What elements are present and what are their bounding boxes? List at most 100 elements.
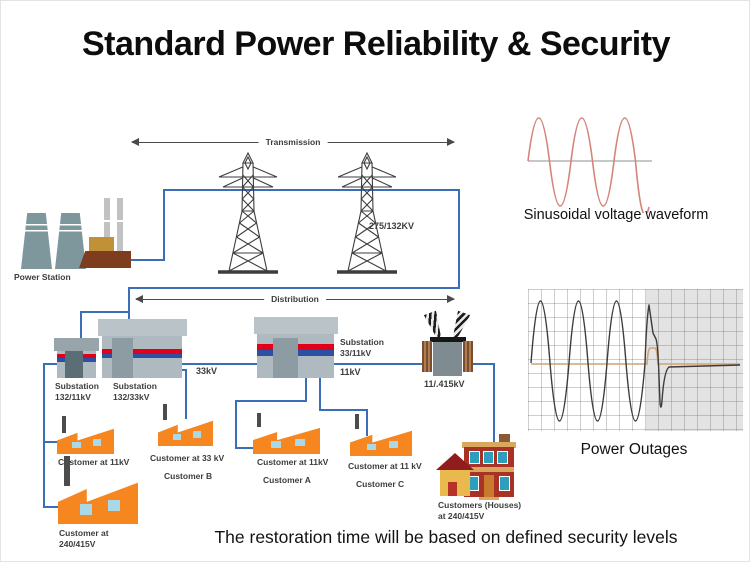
transmission-label: Transmission: [258, 137, 328, 147]
factory-body: [350, 430, 412, 456]
house-roof: [436, 453, 474, 470]
power-line-segment: [235, 400, 237, 449]
transformer-coil-icon: [422, 341, 432, 372]
factory-window: [271, 441, 282, 449]
power-line-segment: [493, 363, 495, 444]
factory-icon-customer-11kv: [57, 415, 114, 454]
footer-caption: The restoration time will be based on de…: [214, 527, 678, 547]
substation-a-label: Substation 132/11kV: [55, 381, 99, 403]
factory-chimney: [163, 404, 167, 420]
substation-c-line1: Substation: [340, 337, 384, 347]
house-window: [499, 476, 510, 491]
blue-stripe: [102, 354, 182, 358]
transformer-coil-icon: [463, 341, 473, 372]
insulator-icon: [424, 311, 445, 341]
sine-wave: [527, 117, 652, 213]
substation-b-line1: Substation: [113, 381, 157, 391]
power-line-segment: [458, 189, 460, 289]
power-line-segment: [128, 287, 130, 323]
distribution-span-arrow: Distribution: [135, 294, 455, 304]
house-door: [484, 475, 494, 497]
factory-window: [108, 500, 121, 512]
chimney-icon: [104, 198, 110, 253]
factory-icon-customer-a: [253, 412, 320, 454]
power-line-segment: [163, 189, 460, 191]
houses-line1: Customers (Houses): [438, 500, 522, 510]
factory-window: [72, 441, 81, 449]
substation-roof: [54, 338, 99, 351]
power-line-segment: [43, 441, 60, 443]
factory-chimney: [64, 456, 70, 486]
power-line-segment: [235, 400, 307, 402]
transmission-voltage-label: 275/132KV: [369, 221, 415, 231]
sine-caption: Sinusoidal voltage waveform: [523, 207, 709, 223]
power-line-segment: [319, 378, 321, 411]
power-line-segment: [366, 409, 368, 436]
power-line-segment: [43, 363, 60, 365]
factory-window: [192, 431, 201, 439]
customer-b-label: Customer at 33 kV: [150, 453, 225, 463]
customer-b-name: Customer B: [164, 471, 213, 481]
power-line-segment: [80, 311, 82, 341]
power-line-segment: [131, 259, 165, 261]
customer-c-label: Customer at 11 kV: [348, 461, 422, 471]
brick-roof-band: [462, 442, 516, 448]
factory-window: [92, 439, 102, 447]
substation-door: [65, 351, 83, 378]
customer-240v-line1: Customer at: [59, 528, 109, 538]
power-line-segment: [469, 363, 495, 365]
line-33kv-label: 33kV: [196, 366, 218, 376]
factory-body: [58, 482, 138, 524]
slide-title: Standard Power Reliability & Security: [81, 25, 671, 63]
customer-11kv-left-label: Customer at 11kV: [58, 457, 130, 467]
factory-window: [172, 433, 182, 441]
customer-a-label: Customer at 11kV: [257, 457, 329, 467]
power-line-segment: [319, 409, 368, 411]
house-steps: [479, 497, 499, 500]
factory-icon-customer-b: [158, 403, 213, 446]
transformer-top-bar: [430, 337, 466, 342]
customer-240v-line2: 240/415V: [59, 539, 96, 550]
cooling-tower-icon: [55, 213, 86, 269]
transformer-label: 11/.415kV: [424, 379, 465, 389]
power-line-segment: [43, 506, 60, 508]
substation-a-line1: Substation: [55, 381, 99, 391]
houses-label: Customers (Houses) at 240/415V: [438, 500, 521, 522]
factory-body: [158, 420, 213, 446]
factory-window: [79, 503, 92, 515]
line-11kv-label: 11kV: [340, 367, 361, 377]
house-door: [448, 482, 457, 496]
outage-traces: [530, 300, 741, 422]
house-window: [497, 451, 508, 464]
cooling-tower-icon: [21, 213, 52, 269]
factory-chimney: [355, 414, 359, 429]
substation-c-label: Substation 33/11kV: [340, 337, 384, 359]
chimney-icon: [117, 198, 123, 253]
power-line-segment: [80, 311, 130, 313]
power-line-segment: [43, 363, 45, 508]
factory-window: [366, 443, 377, 451]
power-line-segment: [161, 363, 257, 365]
insulator-icon: [449, 311, 470, 341]
customer-240v-label: Customer at 240/415V: [59, 528, 109, 550]
station-base-icon: [79, 251, 131, 268]
power-line-segment: [333, 363, 426, 365]
factory-window: [295, 438, 306, 446]
red-stripe: [102, 349, 182, 354]
substation-b-label: Substation 132/33kV: [113, 381, 157, 403]
transmission-tower-icon: [337, 151, 397, 274]
customer-a-name: Customer A: [263, 475, 311, 485]
house-window: [483, 451, 494, 464]
customer-c-name: Customer C: [356, 479, 405, 489]
substation-b-line2: 132/33kV: [113, 392, 150, 403]
substation-roof: [254, 317, 338, 334]
power-line-segment: [185, 369, 187, 419]
substation-body: [102, 336, 182, 378]
brick-mid-band: [464, 467, 514, 472]
outage-caption: Power Outages: [580, 441, 688, 458]
factory-body: [253, 427, 320, 454]
power-line-segment: [128, 287, 460, 289]
substation-door: [112, 338, 133, 378]
distribution-label: Distribution: [264, 294, 326, 304]
